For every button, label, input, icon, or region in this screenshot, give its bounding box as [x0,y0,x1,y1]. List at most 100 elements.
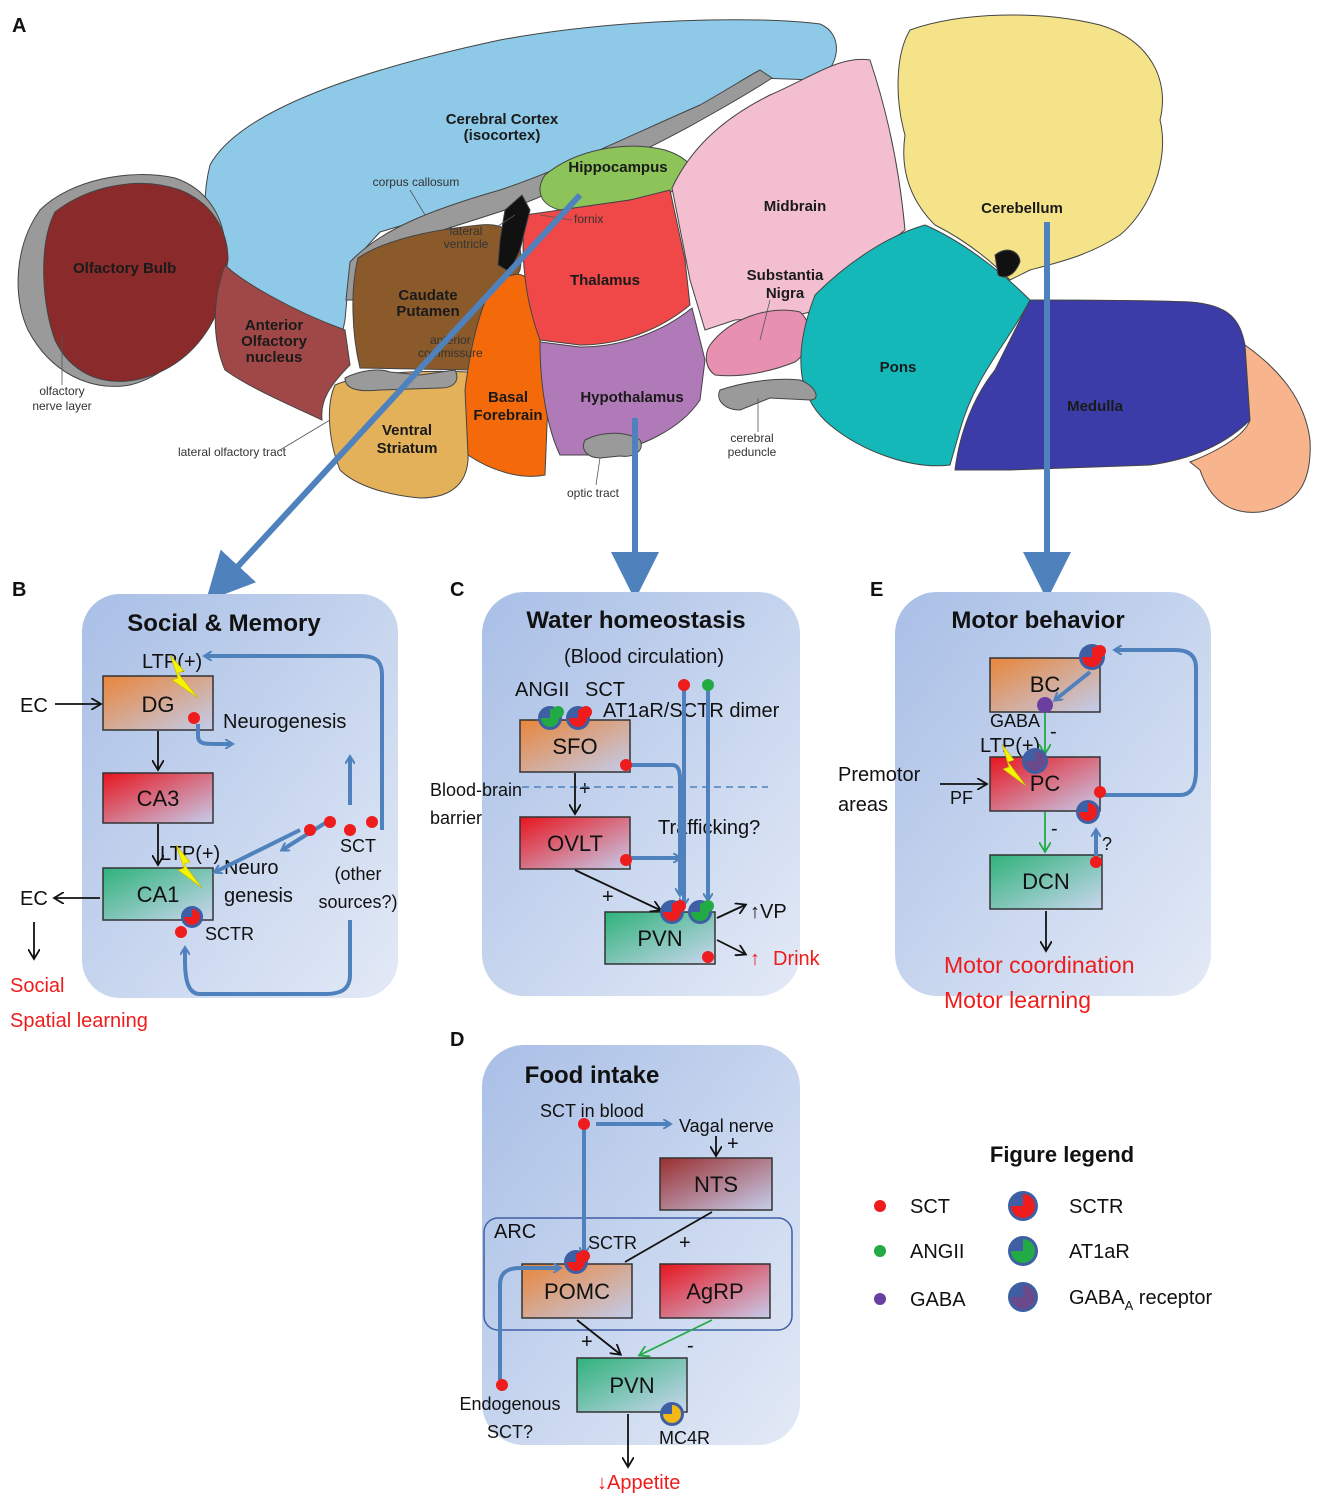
agrp-label: AgRP [686,1279,743,1304]
neuro-genesis-label-1: Neuro [224,857,278,879]
nts-box [659,1157,773,1211]
gaba-label: GABA [990,711,1040,731]
label-ventral-striatum-2: Striatum [377,440,438,457]
sct-dot-icon [620,854,632,866]
ltp-top-label: LTP(+) [142,651,202,673]
pomc-label: POMC [544,1279,610,1304]
label-lateral-olfactory-tract: lateral olfactory tract [178,445,287,459]
ec-input-label: EC [20,695,48,717]
premotor-label-2: areas [838,794,888,816]
question-mark: ? [1102,834,1112,854]
label-substantia-nigra-1: Substantia [747,267,824,284]
panel-e-black-arrows [940,784,1046,950]
lightning-icon [1001,743,1027,787]
label-pons: Pons [880,359,917,376]
plus-nts: + [679,1232,691,1254]
ltp-label: LTP(+) [980,735,1040,757]
label-anterior-olfactory-3: nucleus [246,349,303,366]
dimer-label: AT1aR/SCTR dimer [603,700,780,722]
plus-sfo: + [579,778,591,800]
appetite-label: ↓Appetite [597,1472,680,1494]
ovlt-label: OVLT [547,831,603,856]
label-hippocampus: Hippocampus [568,159,667,176]
panel-motor-behavior: E Motor behavior BC PC DCN GABA LTP(+) P… [838,579,1211,1013]
label-olfactory-nerve-layer-2: nerve layer [32,399,91,413]
label-medulla: Medulla [1067,398,1123,415]
legend-angii-dot-icon [874,1245,886,1257]
legend-at1ar-label: AT1aR [1069,1241,1130,1263]
olfactory-bulb-region [43,182,229,382]
sct-in-blood-label: SCT in blood [540,1101,644,1121]
sct-dot-icon [1094,645,1106,657]
lightning-icon [175,844,203,889]
legend-gaba-label: GABA [910,1289,966,1311]
label-ventral-striatum-1: Ventral [382,422,432,439]
label-cerebral-peduncle-1: cerebral [730,431,773,445]
panel-c-letter: C [450,579,464,601]
medulla-region [954,299,1251,471]
endogenous-label-2: SCT? [487,1422,533,1442]
label-hypothalamus: Hypothalamus [580,389,683,406]
brain-sagittal-diagram: A [12,14,1311,602]
panel-b-blue-arrows [185,656,384,996]
plus-ovlt: + [602,886,614,908]
bbb-label-2: barrier [430,808,482,828]
sct-dot-icon [304,824,316,836]
panel-b-letter: B [12,579,26,601]
caudal-medulla-region [1189,343,1311,513]
sct-dot-icon [324,816,336,828]
panel-e-title: Motor behavior [951,607,1124,634]
label-cerebral-peduncle-2: peduncle [728,445,777,459]
gaba-a-receptor-icon [1022,748,1048,774]
substantia-nigra-region [705,309,811,377]
ca3-label: CA3 [137,786,180,811]
legend-gaba-a-prefix: GABA [1069,1287,1125,1309]
sct-dot-icon [1094,786,1106,798]
panel-c-background [482,592,800,996]
label-basal-forebrain-2: Forebrain [473,407,542,424]
legend-sctr-label: SCTR [1069,1196,1123,1218]
drink-arrow: ↑ [750,948,760,970]
label-fornix: fornix [574,212,603,226]
anterior-commissure-structure [344,369,458,392]
mc4r-label: MC4R [659,1428,710,1448]
sct-dot-icon [578,1118,590,1130]
arrow-hippocampus-to-b [205,192,583,602]
legend-gaba-a-label: GABAA receptor [1069,1287,1213,1313]
label-thalamus: Thalamus [570,272,640,289]
legend-sct-label: SCT [910,1196,950,1218]
sct-dot-icon [366,816,378,828]
bbb-label-1: Blood-brain [430,780,522,800]
panel-c-black-arrows [575,773,745,954]
minus-pc: - [1051,818,1058,840]
vp-label: ↑VP [750,901,787,923]
ec-output-label: EC [20,888,48,910]
label-olfactory-bulb: Olfactory Bulb [73,260,176,277]
label-olfactory-nerve-layer-1: olfactory [39,384,84,398]
panel-c-subtitle: (Blood circulation) [564,646,724,668]
panel-b-black-arrows [34,704,158,958]
label-caudate-2: Putamen [396,303,459,320]
minus-bc: - [1050,721,1057,743]
sct-dot-icon [344,824,356,836]
angii-label: ANGII [515,679,569,701]
label-midbrain: Midbrain [764,198,827,215]
neurogenesis-label: Neurogenesis [223,711,346,733]
panel-a-letter: A [12,15,26,37]
sct-dot-icon [674,900,686,912]
thalamus-region [522,189,691,346]
cerebellum-region [897,14,1164,281]
pf-label: PF [950,788,973,808]
sct-dot-icon [678,679,690,691]
fourth-ventricle-structure [994,249,1021,278]
sctr-receptor-icon [1076,800,1100,824]
figure-legend: Figure legend SCT ANGII GABA SCTR AT1aR … [874,1142,1213,1313]
arc-label: ARC [494,1221,536,1243]
legend-gaba-a-suffix: receptor [1133,1287,1212,1309]
hypothalamus-region [539,307,706,456]
label-cerebellum: Cerebellum [981,200,1063,217]
gaba-dot-icon [1037,697,1053,713]
label-lateral-ventricle-1: lateral [450,224,483,238]
label-cerebral-cortex-2: (isocortex) [464,127,541,144]
